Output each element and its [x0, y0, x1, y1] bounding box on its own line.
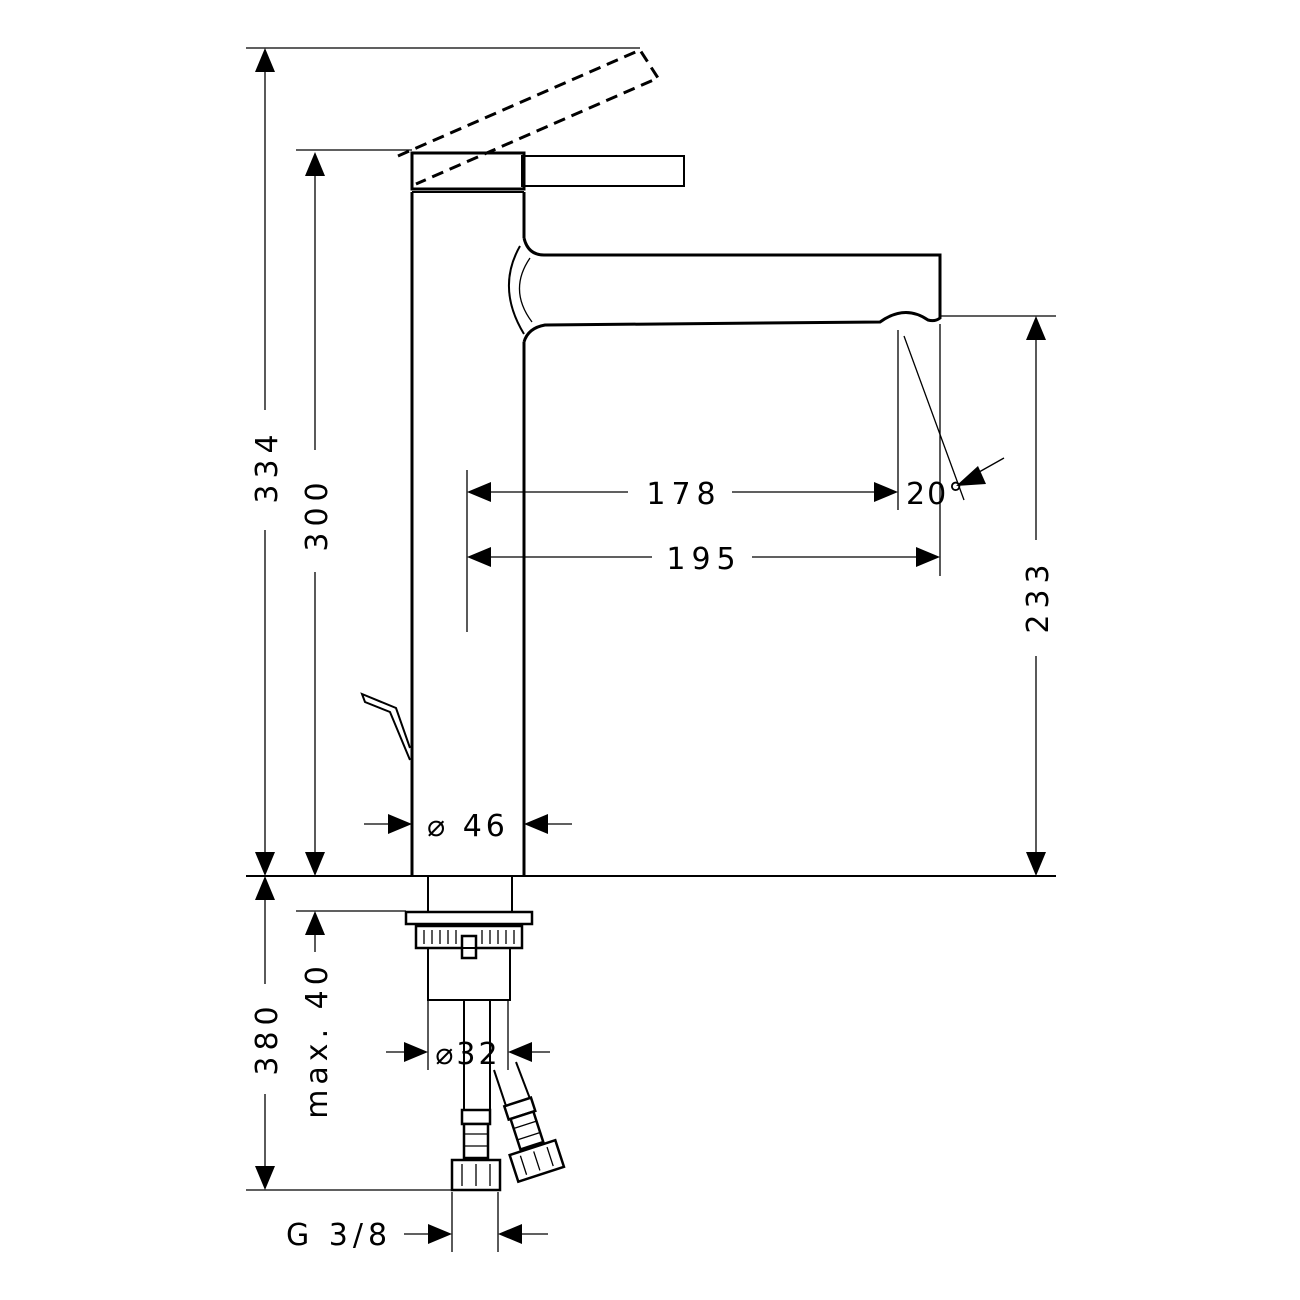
label-195: 195: [666, 542, 741, 577]
label-178: 178: [646, 477, 721, 512]
dimension-334: 334: [246, 47, 640, 876]
dimension-233: 233: [940, 315, 1056, 876]
label-diameter-46: ⌀ 46: [427, 809, 509, 844]
hose-fitting-left: [450, 1108, 502, 1192]
dimension-g-3-8: G 3/8: [286, 1192, 548, 1253]
dimension-178-195: 178 195: [466, 324, 941, 632]
mounting-plate: [404, 910, 534, 926]
threaded-shank: [427, 947, 511, 1001]
label-334: 334: [250, 428, 285, 503]
lever-raised-dashed: [397, 48, 661, 186]
label-233: 233: [1021, 558, 1056, 633]
label-max-40: max. 40: [300, 961, 335, 1119]
nut-teeth: [423, 930, 515, 944]
label-20-degree: 20°: [906, 477, 965, 512]
dimension-diameter-46: ⌀ 46: [364, 809, 572, 844]
label-300: 300: [300, 476, 335, 551]
lever: [521, 155, 685, 187]
popup-rod: [360, 692, 411, 761]
cartridge-cap: [410, 151, 526, 191]
label-diameter-32: ⌀32: [435, 1037, 500, 1072]
hose-fitting-right: [502, 1096, 566, 1184]
dimension-max-40: max. 40: [296, 910, 406, 1119]
dimension-380: 380: [246, 876, 452, 1191]
dimension-diameter-32: ⌀32: [386, 1000, 550, 1072]
label-380: 380: [250, 1000, 285, 1075]
dimension-20-degree: 20°: [903, 335, 1005, 512]
dimension-300: 300: [296, 149, 412, 876]
spout: [522, 237, 942, 343]
label-g-3-8: G 3/8: [286, 1218, 392, 1253]
faucet-outline: [246, 48, 1056, 1192]
